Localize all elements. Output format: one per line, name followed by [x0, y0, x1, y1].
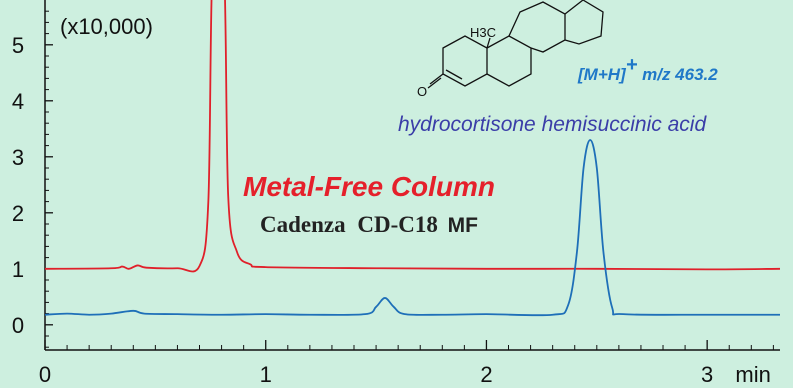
series-layer: [45, 0, 780, 317]
cadenza-column-label: Cadenza CD-C18 MF: [260, 212, 478, 237]
product-suffix: MF: [448, 214, 478, 237]
ion-charge: +: [626, 54, 638, 76]
x-tick-label: 2: [480, 362, 492, 387]
y-ticks: 0 1 2 3 4 5: [12, 10, 53, 348]
product-code: CD-C18: [357, 212, 438, 237]
mz-annotation: [M+H]+ m/z 463.2: [577, 54, 718, 84]
chromatogram-trace-1: [45, 0, 780, 273]
y-tick-label: 0: [12, 313, 24, 338]
y-tick-label: 1: [12, 257, 24, 282]
compound-label: hydrocortisone hemisuccinic acid: [398, 113, 707, 136]
x-tick-label: 1: [260, 362, 272, 387]
x-tick-label: 3: [701, 362, 713, 387]
y-multiplier-label: (x10,000): [60, 14, 153, 39]
hydrocortisone-structure-diagram: [427, 0, 604, 89]
structure-methyl-label: H3C: [470, 25, 496, 40]
metal-free-column-label: Metal-Free Column: [243, 171, 495, 202]
x-ticks: 0 1 2 3 min: [39, 340, 774, 387]
mz-value: m/z 463.2: [637, 65, 718, 84]
ion-label: [M+H]: [577, 65, 627, 84]
structure-ketone-oxygen-label: O: [417, 84, 427, 99]
y-tick-label: 4: [12, 89, 24, 114]
product-name: Cadenza: [260, 212, 346, 237]
chromatogram-trace-2: [45, 139, 780, 317]
x-tick-label: 0: [39, 362, 51, 387]
y-tick-label: 2: [12, 201, 24, 226]
y-tick-label: 5: [12, 33, 24, 58]
y-tick-label: 3: [12, 145, 24, 170]
x-unit-label: min: [735, 362, 770, 387]
